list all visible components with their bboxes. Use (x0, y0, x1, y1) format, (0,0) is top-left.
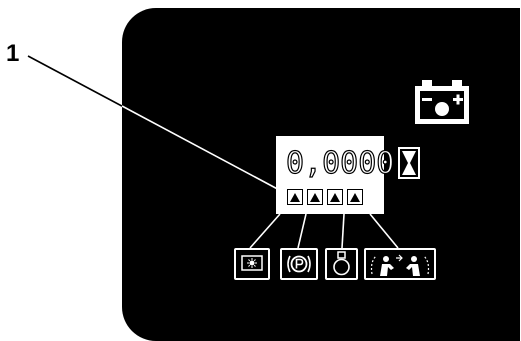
parking-brake-lamp (280, 248, 318, 280)
display-button-3[interactable] (327, 189, 343, 205)
triangle-up-icon (290, 192, 300, 202)
display-button-2[interactable] (307, 189, 323, 205)
engine-oil-icon (333, 251, 350, 276)
engine-oil-lamp (325, 248, 358, 280)
hour-meter-reading: 0,0000 (285, 146, 395, 181)
display-button-1[interactable] (287, 189, 303, 205)
display-button-4[interactable] (347, 189, 363, 205)
battery-icon (415, 80, 469, 124)
operator-presence-icon (370, 254, 430, 276)
operator-presence-lamp (364, 248, 436, 280)
hourglass-icon (398, 147, 420, 179)
triangle-up-icon (350, 192, 360, 202)
sun-indicator-lamp (234, 248, 270, 280)
display-button-row (287, 189, 363, 205)
triangle-up-icon (330, 192, 340, 202)
callout-number: 1 (6, 40, 20, 67)
sun-indicator-icon (241, 255, 263, 271)
parking-brake-icon (287, 255, 311, 273)
triangle-up-icon (310, 192, 320, 202)
